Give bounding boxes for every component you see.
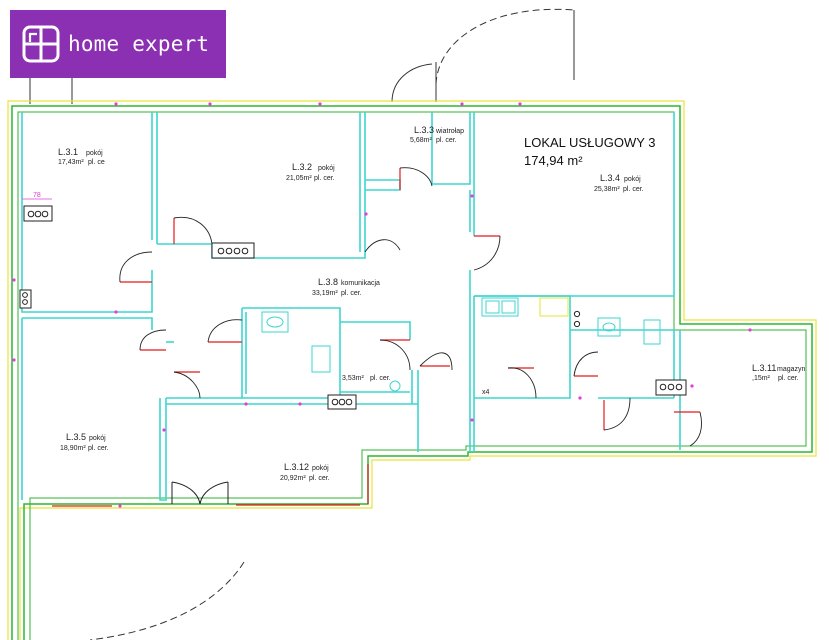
kitchen-counter [539, 297, 569, 317]
door-swings [119, 167, 702, 447]
envelope-green [11, 105, 813, 640]
room-area: 21,05m² [286, 175, 312, 182]
room-label-r38: L.3.8 komunikacja 33,19m² pl. cer. [312, 277, 380, 297]
room-label-small-bath: 3,53m² pl. cer. [342, 375, 391, 382]
kitchen-note: x4 [482, 389, 490, 396]
room-name: komunikacja [341, 280, 380, 287]
radiator-dots [22, 210, 683, 406]
markers [12, 102, 752, 508]
wall-bathroom [241, 307, 341, 399]
outer-envelope [7, 100, 817, 640]
room-area: 3,53m² [342, 375, 364, 382]
sanitary-fixtures [261, 297, 661, 392]
room-code: L.3.1 [58, 147, 78, 157]
room-area: 25,38m² [594, 186, 620, 193]
wall-kitchen [474, 295, 571, 399]
room-name: pokój [89, 435, 106, 442]
house-grid-icon [22, 25, 60, 63]
room-code: L.3.11 [752, 363, 776, 373]
room-label-r311: L.3.11 magazyn ,15m² pl. cer. [752, 363, 806, 382]
wall-room-32 [157, 112, 366, 259]
radiator-room-32 [211, 242, 255, 259]
radiator-units [19, 205, 687, 410]
wall-vestibule [365, 179, 401, 191]
room-name: pokój [86, 150, 103, 157]
room-name: wiatrołap [435, 128, 464, 135]
room-code: L.3.8 [318, 277, 338, 287]
entrance-double-door [171, 481, 229, 505]
room-code: L.3.2 [292, 162, 312, 172]
home-expert-logo[interactable]: home expert [10, 10, 226, 78]
room-area: 20,92m² [280, 475, 306, 482]
washbasin-bath [261, 311, 289, 333]
bottom-entrance-arc [89, 561, 245, 640]
envelope-yellow [7, 100, 817, 640]
room-name: pokój [318, 165, 335, 172]
room-code: L.3.12 [284, 462, 309, 472]
room-label-r35: L.3.5 pokój 18,90m² pl. cer. [60, 432, 109, 452]
room-code: L.3.4 [600, 173, 620, 183]
room-floor: pl. cer. [778, 375, 799, 382]
room-label-r312: L.3.12 pokój 20,92m² pl. cer. [280, 462, 330, 482]
room-area: ,15m² [752, 375, 771, 382]
room-code: L.3.5 [66, 432, 86, 442]
room-floor: pl. cer. [341, 290, 362, 297]
unit-title: LOKAL USŁUGOWY 3 [524, 135, 656, 150]
room-floor: pl. cer. [309, 475, 330, 482]
room-floor: pl. ce [88, 159, 105, 166]
toilet-wc [643, 319, 661, 345]
room-floor: pl. cer. [314, 175, 335, 182]
room-label-r32: L.3.2 pokój 21,05m² pl. cer. [286, 162, 335, 182]
room-floor: pl. cer. [88, 445, 109, 452]
toilet-bath [311, 345, 331, 373]
interior-walls [21, 112, 681, 501]
room-area: 17,43m² [58, 159, 84, 166]
room-area: 33,19m² [312, 290, 338, 297]
unit-area: 174,94 m² [524, 153, 583, 168]
dimension-marker: 78 [22, 192, 52, 200]
envelope-green-inner [17, 111, 807, 640]
dimension-label: 78 [33, 192, 41, 199]
main-entrance-arc [435, 8, 575, 85]
room-label-r33: L.3.3 wiatrołap 5,68m² pl. cer. [410, 125, 464, 144]
room-area: 18,90m² [60, 445, 86, 452]
room-label-r31: L.3.1 pokój 17,43m² pl. ce [58, 147, 105, 166]
washbasin-wc [597, 317, 621, 337]
wall-room-35 [22, 317, 153, 330]
room-label-r34: L.3.4 pokój 25,38m² pl. cer. [594, 173, 644, 193]
wall-room-31 [21, 112, 153, 313]
room-name: magazyn [777, 366, 806, 373]
room-floor: pl. cer. [370, 375, 391, 382]
room-name: pokój [312, 465, 329, 472]
room-floor: pl. cer. [623, 186, 644, 193]
room-name: pokój [624, 176, 641, 183]
kitchen-sink [481, 297, 519, 317]
room-area: 5,68m² [410, 137, 432, 144]
radiator-bath [327, 394, 357, 410]
room-code: L.3.3 [414, 125, 434, 135]
room-floor: pl. cer. [436, 137, 457, 144]
logo-text: home expert [68, 32, 210, 56]
exterior-door-jambs [29, 10, 575, 104]
door-leaves [52, 168, 700, 507]
exterior-door-arcs [89, 8, 575, 640]
